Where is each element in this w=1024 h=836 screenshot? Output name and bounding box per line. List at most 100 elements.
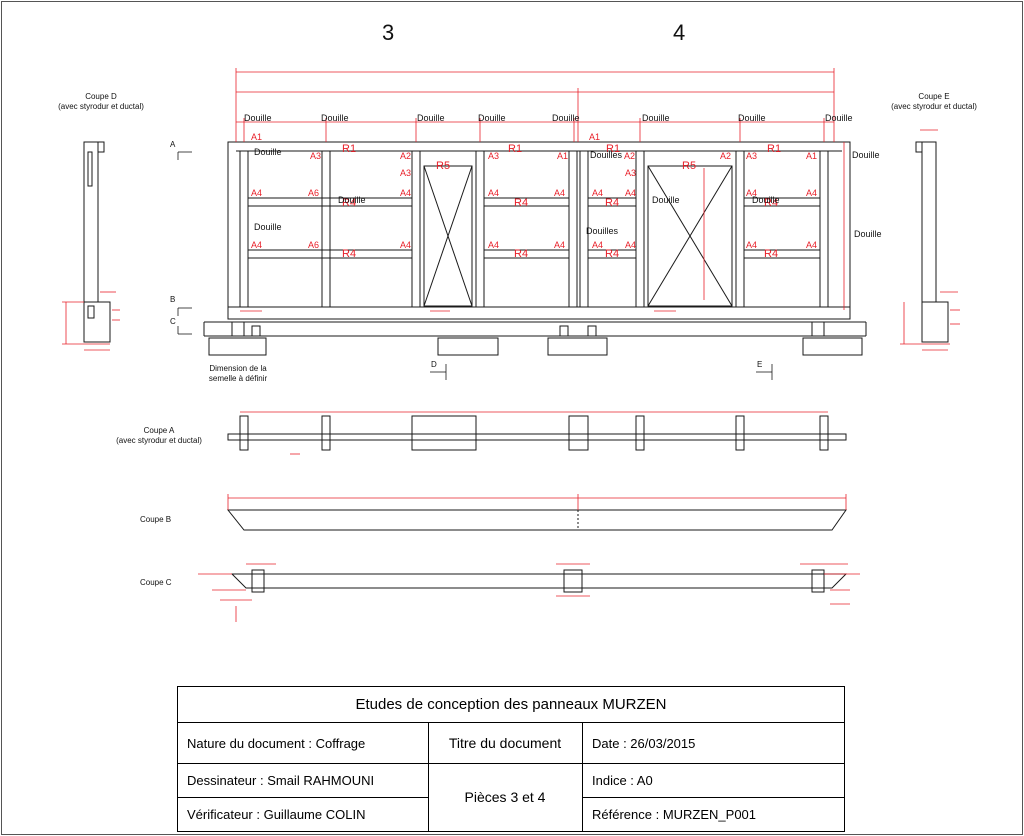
douille-label: Douille bbox=[254, 147, 282, 157]
svg-text:R4: R4 bbox=[764, 248, 778, 260]
svg-text:A1: A1 bbox=[251, 132, 262, 142]
coupe-c-dimensions bbox=[198, 563, 860, 622]
date: Date : 26/03/2015 bbox=[592, 735, 696, 751]
svg-text:A4: A4 bbox=[400, 240, 411, 250]
indice: Indice : A0 bbox=[592, 772, 653, 788]
dessinateur: Dessinateur : Smail RAHMOUNI bbox=[187, 772, 375, 788]
svg-text:R1: R1 bbox=[508, 143, 522, 155]
svg-text:A4: A4 bbox=[806, 240, 817, 250]
douilles-label: Douilles bbox=[590, 150, 623, 160]
main-dimensions bbox=[235, 68, 845, 312]
title-block-divider bbox=[178, 763, 428, 764]
nature-document: Nature du document : Coffrage bbox=[187, 735, 366, 751]
svg-text:A1: A1 bbox=[557, 151, 568, 161]
column-number-3: 3 bbox=[382, 20, 395, 45]
coupe-b-drawing bbox=[226, 509, 847, 531]
svg-text:A3: A3 bbox=[625, 168, 636, 178]
svg-text:R1: R1 bbox=[767, 143, 781, 155]
svg-text:A4: A4 bbox=[625, 188, 636, 198]
douille-label: Douille bbox=[321, 113, 349, 123]
svg-text:R1: R1 bbox=[606, 143, 620, 155]
pieces: Pièces 3 et 4 bbox=[464, 789, 546, 805]
douille-label: Douille bbox=[244, 113, 272, 123]
douille-label: Douille bbox=[854, 229, 882, 239]
svg-text:R1: R1 bbox=[342, 143, 356, 155]
douilles-label: Douilles bbox=[586, 226, 619, 236]
footing-note: Dimension de la semelle à définir bbox=[208, 364, 268, 383]
svg-text:R5: R5 bbox=[436, 160, 450, 172]
douille-label: Douille bbox=[417, 113, 445, 123]
douille-label: Douille bbox=[478, 113, 506, 123]
cut-marker-b: B bbox=[170, 295, 176, 304]
cut-marker-d: D bbox=[431, 360, 437, 369]
svg-text:A4: A4 bbox=[625, 240, 636, 250]
douille-label: Douille bbox=[738, 113, 766, 123]
coupe-a-dimensions bbox=[240, 411, 828, 455]
svg-text:A6: A6 bbox=[308, 240, 319, 250]
svg-text:A4: A4 bbox=[251, 188, 262, 198]
coupe-b-dimensions bbox=[227, 494, 847, 510]
douille-label: Douille bbox=[852, 150, 880, 160]
title-block-divider bbox=[582, 763, 844, 764]
coupe-b-title: Coupe B bbox=[140, 515, 172, 524]
svg-text:A3: A3 bbox=[746, 151, 757, 161]
main-elevation bbox=[203, 141, 867, 356]
svg-text:A3: A3 bbox=[310, 151, 321, 161]
svg-text:A4: A4 bbox=[592, 240, 603, 250]
svg-text:A3: A3 bbox=[488, 151, 499, 161]
svg-text:R5: R5 bbox=[682, 160, 696, 172]
douille-label: Douille bbox=[254, 222, 282, 232]
svg-text:A2: A2 bbox=[400, 151, 411, 161]
coupe-a-title: Coupe A (avec styrodur et ductal) bbox=[116, 426, 202, 445]
title-block-title: Etudes de conception des panneaux MURZEN bbox=[178, 687, 844, 723]
column-number-4: 4 bbox=[673, 20, 686, 45]
svg-text:A2: A2 bbox=[624, 151, 635, 161]
coupe-c-drawing bbox=[230, 569, 848, 593]
titre-document: Titre du document bbox=[448, 735, 562, 751]
svg-text:A4: A4 bbox=[592, 188, 603, 198]
douille-label: Douille bbox=[642, 113, 670, 123]
svg-text:R4: R4 bbox=[342, 197, 356, 209]
svg-text:A4: A4 bbox=[488, 240, 499, 250]
coupe-e-dimensions bbox=[900, 129, 960, 351]
douille-label: Douille bbox=[752, 195, 780, 205]
coupe-a-drawing bbox=[227, 415, 847, 451]
svg-text:A4: A4 bbox=[488, 188, 499, 198]
svg-text:A2: A2 bbox=[720, 151, 731, 161]
verificateur: Vérificateur : Guillaume COLIN bbox=[187, 806, 366, 822]
svg-text:A4: A4 bbox=[746, 240, 757, 250]
title-block-divider bbox=[428, 723, 429, 831]
coupe-d-title: Coupe D (avec styrodur et ductal) bbox=[58, 92, 144, 111]
svg-text:A1: A1 bbox=[806, 151, 817, 161]
douille-label: Douille bbox=[825, 113, 853, 123]
svg-text:A6: A6 bbox=[308, 188, 319, 198]
svg-text:R4: R4 bbox=[605, 248, 619, 260]
douille-label: Douille bbox=[338, 195, 366, 205]
svg-text:R4: R4 bbox=[605, 197, 619, 209]
svg-text:A4: A4 bbox=[251, 240, 262, 250]
cut-marker-e: E bbox=[757, 360, 763, 369]
cut-markers bbox=[177, 151, 773, 380]
title-block: Etudes de conception des panneaux MURZEN… bbox=[177, 686, 845, 832]
title-block-divider bbox=[178, 797, 428, 798]
title-block-divider bbox=[582, 797, 844, 798]
coupe-d-drawing bbox=[83, 141, 111, 343]
douille-label: Douille bbox=[652, 195, 680, 205]
title-block-divider bbox=[582, 723, 583, 831]
coupe-d-dimensions bbox=[62, 291, 120, 351]
coupe-e-drawing bbox=[915, 141, 949, 343]
svg-text:A3: A3 bbox=[400, 168, 411, 178]
svg-text:A4: A4 bbox=[400, 188, 411, 198]
svg-text:R4: R4 bbox=[342, 248, 356, 260]
svg-text:A4: A4 bbox=[746, 188, 757, 198]
svg-text:A4: A4 bbox=[806, 188, 817, 198]
svg-text:R4: R4 bbox=[514, 248, 528, 260]
svg-text:R4: R4 bbox=[514, 197, 528, 209]
cut-marker-c: C bbox=[170, 317, 176, 326]
title-block-divider bbox=[428, 763, 582, 764]
reference: Référence : MURZEN_P001 bbox=[592, 806, 757, 822]
svg-text:R4: R4 bbox=[764, 197, 778, 209]
